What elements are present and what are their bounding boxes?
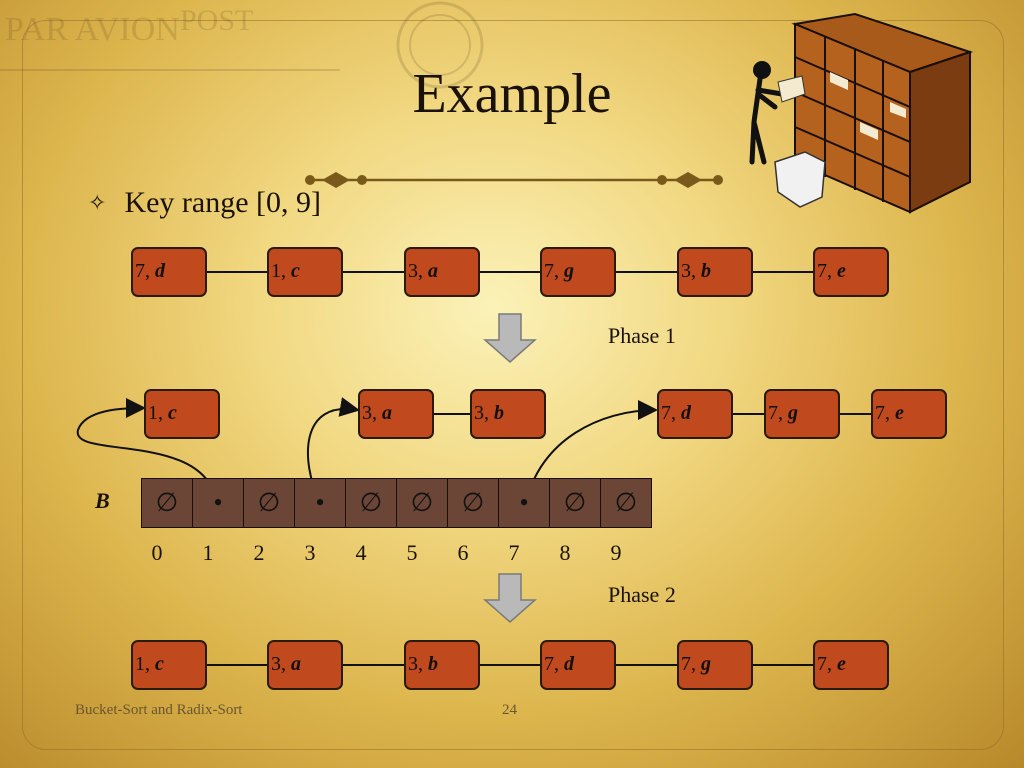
slide-title: Example (412, 63, 612, 125)
bucket-cell: ∅ (549, 478, 601, 528)
ornamental-divider (305, 172, 723, 188)
phase1-label: Phase 1 (608, 323, 676, 348)
input-node: 7, d (131, 247, 207, 297)
input-node: 1, c (267, 247, 343, 297)
bucket-array-label: B (95, 488, 110, 513)
bucket-index: 8 (559, 540, 571, 565)
input-node: 7, g (540, 247, 616, 297)
bucket-index: 3 (304, 540, 316, 565)
footer-title: Bucket-Sort and Radix-Sort (75, 702, 243, 718)
bucket-cell: ∅ (243, 478, 295, 528)
page-number: 24 (502, 702, 517, 718)
bullet-item: ✧ Key range [0, 9] (88, 186, 321, 220)
bucket-index: 0 (151, 540, 163, 565)
bucket1-node: 1, c (144, 389, 220, 439)
bucket3-node: 3, b (470, 389, 546, 439)
input-node: 3, b (677, 247, 753, 297)
bucket7-node: 7, d (657, 389, 733, 439)
bucket-cell: ∅ (600, 478, 652, 528)
input-node: 3, a (404, 247, 480, 297)
four-point-star-icon: ✧ (88, 190, 107, 215)
phase1-down-arrow (483, 313, 537, 363)
bullet-text: Key range [0, 9] (124, 186, 322, 219)
output-node: 7, d (540, 640, 616, 690)
bucket-index: 2 (253, 540, 265, 565)
phase2-label: Phase 2 (608, 582, 676, 607)
bucket-cell: ∅ (345, 478, 397, 528)
bucket-cell: ∅ (396, 478, 448, 528)
output-node: 3, b (404, 640, 480, 690)
bucket-cell: • (498, 478, 550, 528)
bucket-index: 6 (457, 540, 469, 565)
bucket-cell: • (192, 478, 244, 528)
bucket7-node: 7, e (871, 389, 947, 439)
slide-frame (22, 20, 1004, 750)
output-node: 7, g (677, 640, 753, 690)
bucket-index: 4 (355, 540, 367, 565)
phase2-down-arrow (483, 573, 537, 623)
bucket-index: 9 (610, 540, 622, 565)
bucket-cell: ∅ (141, 478, 193, 528)
phase-down-arrows (483, 313, 537, 623)
bucket-index: 5 (406, 540, 418, 565)
bucket7-node: 7, g (764, 389, 840, 439)
bucket-index: 7 (508, 540, 520, 565)
bucket-index: 1 (202, 540, 214, 565)
bucket-cell: ∅ (447, 478, 499, 528)
output-node: 7, e (813, 640, 889, 690)
output-node: 3, a (267, 640, 343, 690)
output-node: 1, c (131, 640, 207, 690)
bucket3-node: 3, a (358, 389, 434, 439)
bucket-cell: • (294, 478, 346, 528)
input-node: 7, e (813, 247, 889, 297)
